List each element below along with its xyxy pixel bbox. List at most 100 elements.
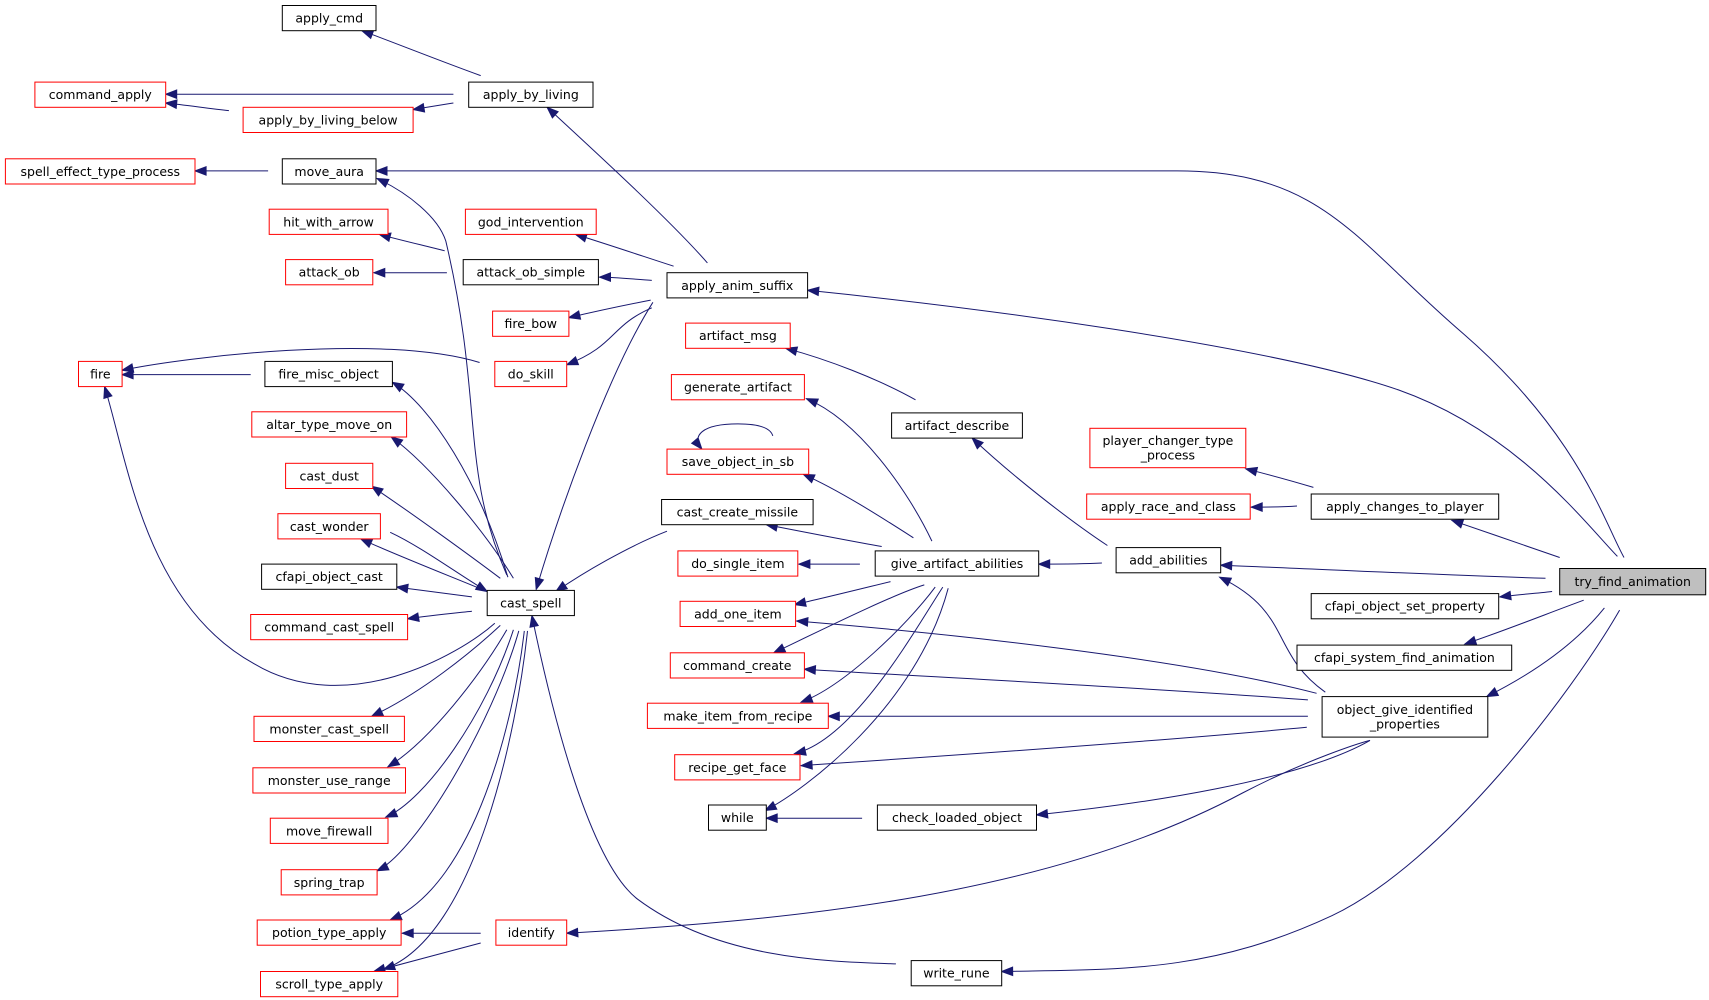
node-box[interactable]	[661, 499, 814, 526]
node-command_cast_spell[interactable]: command_cast_spell	[250, 614, 409, 641]
node-check_loaded_object[interactable]: check_loaded_object	[876, 804, 1038, 831]
node-try_find_animation[interactable]: try_find_animation	[1559, 568, 1707, 596]
node-add_one_item[interactable]: add_one_item	[679, 600, 797, 627]
node-box[interactable]	[280, 869, 378, 896]
node-monster_use_range[interactable]: monster_use_range	[252, 767, 406, 794]
node-write_rune[interactable]: write_rune	[910, 960, 1003, 987]
node-object_give_identified_properties[interactable]: object_give_identified_properties	[1321, 696, 1489, 738]
node-box[interactable]	[252, 767, 406, 794]
node-artifact_describe[interactable]: artifact_describe	[891, 412, 1023, 439]
node-box[interactable]	[670, 374, 805, 401]
node-monster_cast_spell[interactable]: monster_cast_spell	[253, 715, 405, 742]
node-box[interactable]	[285, 259, 374, 286]
node-box[interactable]	[1086, 493, 1251, 520]
node-artifact_msg[interactable]: artifact_msg	[685, 322, 791, 349]
node-box[interactable]	[495, 919, 568, 946]
node-box[interactable]	[264, 360, 393, 388]
node-cast_wonder[interactable]: cast_wonder	[277, 513, 381, 540]
node-make_item_from_recipe[interactable]: make_item_from_recipe	[646, 702, 829, 729]
node-box[interactable]	[874, 550, 1040, 577]
node-apply_race_and_class[interactable]: apply_race_and_class	[1086, 493, 1251, 520]
node-box[interactable]	[1559, 568, 1707, 596]
node-fire_misc_object[interactable]: fire_misc_object	[264, 360, 393, 388]
node-player_changer_type_process[interactable]: player_changer_type_process	[1089, 427, 1247, 469]
node-potion_type_apply[interactable]: potion_type_apply	[256, 919, 402, 946]
node-box[interactable]	[34, 81, 167, 108]
node-box[interactable]	[876, 804, 1038, 831]
node-altar_type_move_on[interactable]: altar_type_move_on	[251, 411, 408, 438]
node-box[interactable]	[251, 411, 408, 438]
node-give_artifact_abilities[interactable]: give_artifact_abilities	[874, 550, 1040, 577]
node-god_intervention[interactable]: god_intervention	[464, 208, 597, 235]
node-box[interactable]	[269, 817, 389, 844]
node-box[interactable]	[1296, 644, 1513, 671]
node-move_firewall[interactable]: move_firewall	[269, 817, 389, 844]
node-fire[interactable]: fire	[78, 360, 123, 388]
node-cast_dust[interactable]: cast_dust	[285, 462, 374, 489]
node-box[interactable]	[285, 462, 374, 489]
node-while[interactable]: while	[708, 804, 767, 831]
node-recipe_get_face[interactable]: recipe_get_face	[674, 754, 801, 781]
node-add_abilities[interactable]: add_abilities	[1115, 547, 1222, 574]
node-fire_bow[interactable]: fire_bow	[492, 310, 570, 337]
node-box[interactable]	[277, 513, 381, 540]
node-apply_changes_to_player[interactable]: apply_changes_to_player	[1310, 493, 1500, 520]
node-box[interactable]	[250, 614, 409, 641]
node-identify[interactable]: identify	[495, 919, 568, 946]
node-do_single_item[interactable]: do_single_item	[677, 550, 799, 577]
node-box[interactable]	[1089, 427, 1247, 469]
node-box[interactable]	[1310, 493, 1500, 520]
node-box[interactable]	[256, 919, 402, 946]
node-box[interactable]	[685, 322, 791, 349]
node-box[interactable]	[669, 652, 805, 679]
node-command_apply[interactable]: command_apply	[34, 81, 167, 108]
node-box[interactable]	[910, 960, 1003, 987]
node-cast_create_missile[interactable]: cast_create_missile	[661, 499, 814, 526]
node-box[interactable]	[666, 272, 809, 299]
node-attack_ob[interactable]: attack_ob	[285, 259, 374, 286]
node-box[interactable]	[281, 5, 377, 32]
node-save_object_in_sb[interactable]: save_object_in_sb	[666, 448, 810, 475]
node-box[interactable]	[253, 715, 405, 742]
node-box[interactable]	[261, 563, 398, 590]
node-box[interactable]	[464, 208, 597, 235]
node-box[interactable]	[281, 158, 377, 185]
node-move_aura[interactable]: move_aura	[281, 158, 377, 185]
node-generate_artifact[interactable]: generate_artifact	[670, 374, 805, 401]
node-hit_with_arrow[interactable]: hit_with_arrow	[268, 208, 389, 235]
node-do_skill[interactable]: do_skill	[494, 360, 568, 388]
node-cfapi_object_set_property[interactable]: cfapi_object_set_property	[1310, 593, 1500, 620]
node-box[interactable]	[891, 412, 1023, 439]
node-box[interactable]	[78, 360, 123, 388]
node-box[interactable]	[646, 702, 829, 729]
node-box[interactable]	[1321, 696, 1489, 738]
node-box[interactable]	[242, 106, 414, 134]
node-box[interactable]	[666, 448, 810, 475]
node-box[interactable]	[1310, 593, 1500, 620]
node-cfapi_object_cast[interactable]: cfapi_object_cast	[261, 563, 398, 590]
node-box[interactable]	[4, 158, 196, 185]
node-box[interactable]	[679, 600, 797, 627]
node-box[interactable]	[468, 81, 594, 108]
node-spell_effect_type_process[interactable]: spell_effect_type_process	[4, 158, 196, 185]
node-box[interactable]	[462, 259, 599, 286]
node-box[interactable]	[494, 360, 568, 388]
node-apply_anim_suffix[interactable]: apply_anim_suffix	[666, 272, 809, 299]
node-box[interactable]	[268, 208, 389, 235]
node-box[interactable]	[486, 589, 575, 617]
node-attack_ob_simple[interactable]: attack_ob_simple	[462, 259, 599, 286]
node-box[interactable]	[708, 804, 767, 831]
node-apply_by_living[interactable]: apply_by_living	[468, 81, 594, 108]
node-scroll_type_apply[interactable]: scroll_type_apply	[260, 971, 399, 998]
node-spring_trap[interactable]: spring_trap	[280, 869, 378, 896]
node-box[interactable]	[677, 550, 799, 577]
node-box[interactable]	[260, 971, 399, 998]
node-cast_spell[interactable]: cast_spell	[486, 589, 575, 617]
node-box[interactable]	[674, 754, 801, 781]
node-apply_by_living_below[interactable]: apply_by_living_below	[242, 106, 414, 134]
node-apply_cmd[interactable]: apply_cmd	[281, 5, 377, 32]
node-box[interactable]	[492, 310, 570, 337]
node-box[interactable]	[1115, 547, 1222, 574]
node-cfapi_system_find_animation[interactable]: cfapi_system_find_animation	[1296, 644, 1513, 671]
node-command_create[interactable]: command_create	[669, 652, 805, 679]
